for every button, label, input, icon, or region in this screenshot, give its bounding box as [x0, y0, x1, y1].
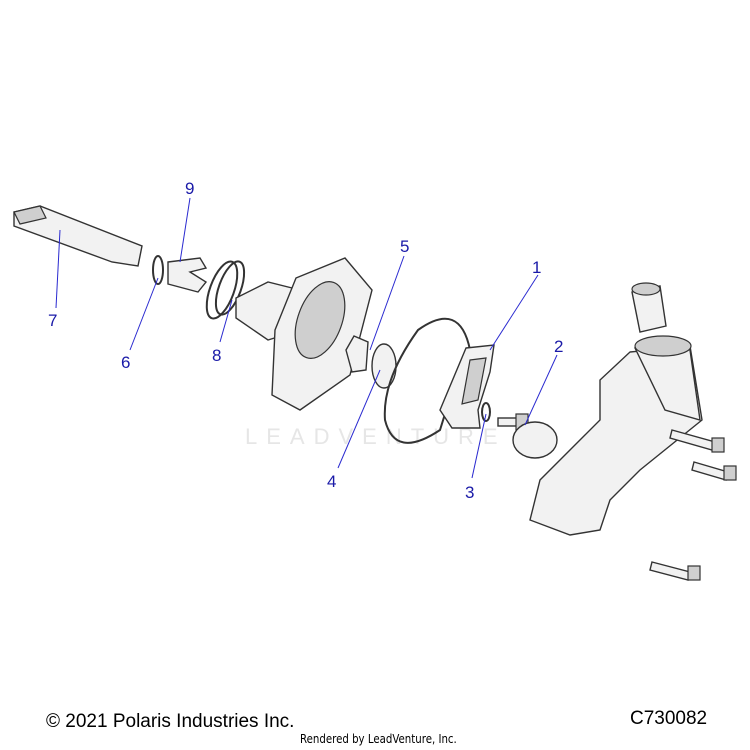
callout-9: 9	[185, 179, 194, 198]
leader-lines	[55, 197, 558, 479]
part-fitting	[631, 282, 667, 333]
part-seal	[345, 335, 369, 373]
rendered-by-text: Rendered by LeadVenture, Inc.	[300, 732, 457, 746]
part-o-rings	[205, 260, 246, 320]
callout-1: 1	[532, 258, 541, 277]
part-bolts	[649, 429, 737, 581]
part-thermostat-housing	[512, 335, 703, 536]
callout-4: 4	[327, 472, 336, 491]
callout-5: 5	[400, 237, 409, 256]
part-washer-small	[481, 402, 491, 422]
callout-3: 3	[465, 483, 474, 502]
copyright-text: © 2021 Polaris Industries Inc.	[46, 711, 295, 732]
part-gasket	[383, 317, 472, 444]
part-impeller	[439, 344, 495, 429]
part-washer	[152, 255, 164, 285]
callout-2: 2	[554, 337, 563, 356]
callout-8: 8	[212, 346, 221, 365]
part-clip	[167, 257, 208, 293]
part-pump-housing-cover	[235, 257, 373, 411]
callout-7: 7	[48, 311, 57, 330]
diagram-code: C730082	[630, 708, 708, 729]
callout-6: 6	[121, 353, 130, 372]
part-shaft	[13, 205, 143, 267]
